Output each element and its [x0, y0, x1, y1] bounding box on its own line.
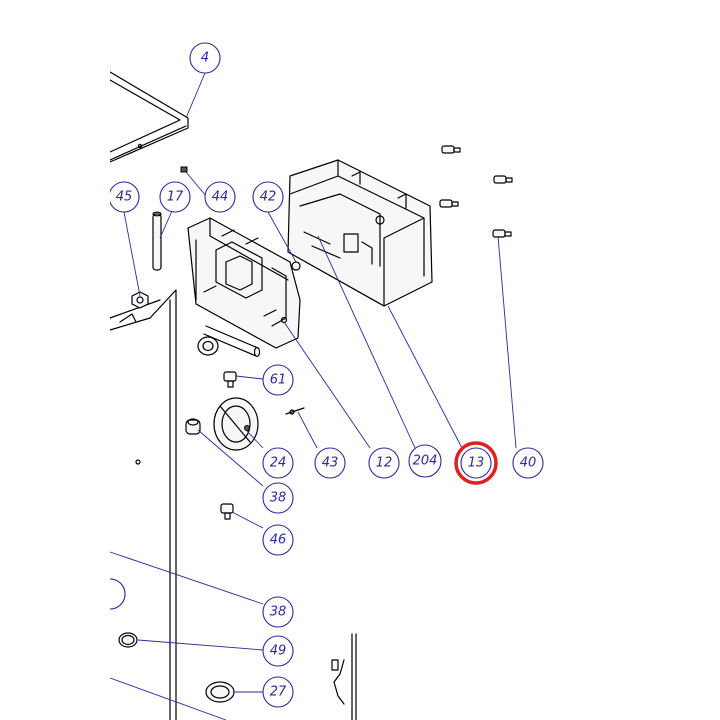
- callout-204: 204: [408, 444, 442, 478]
- callout-label: 49: [270, 644, 287, 659]
- callout-label: 27: [270, 685, 287, 700]
- callout-label: 61: [270, 373, 287, 388]
- callout-38-lower: 38: [262, 596, 294, 628]
- wire-harness: [331, 633, 357, 720]
- highlight-ring: [454, 441, 498, 485]
- callout-label: 12: [376, 456, 393, 471]
- screw-set: [439, 145, 513, 238]
- callout-4: 4: [189, 42, 221, 74]
- spacer: [185, 418, 201, 435]
- grommet: [205, 681, 235, 703]
- callout-label: 38: [270, 491, 287, 506]
- pin: [152, 211, 162, 271]
- callout-17: 17: [159, 181, 191, 213]
- side-panel: [109, 289, 177, 720]
- callout-label: 4: [201, 51, 209, 66]
- crop-mask: [0, 0, 110, 720]
- bushing: [197, 336, 219, 356]
- callout-13: 13: [454, 441, 498, 485]
- callout-24: 24: [262, 447, 294, 479]
- small-screw: [180, 166, 188, 173]
- callout-label: 43: [322, 456, 339, 471]
- callout-43: 43: [314, 447, 346, 479]
- enclosure-housing: [287, 159, 433, 307]
- callout-46: 46: [262, 524, 294, 556]
- callout-9-visible: [109, 578, 126, 610]
- lid-plate: [109, 71, 189, 163]
- callout-49: 49: [262, 635, 294, 667]
- callout-45: 45: [108, 181, 140, 213]
- callout-42: 42: [252, 181, 284, 213]
- callout-label: 24: [270, 456, 287, 471]
- rotary-knob: [213, 397, 259, 451]
- callout-40: 40: [512, 447, 544, 479]
- clip: [285, 407, 305, 415]
- callout-label: 45: [116, 190, 133, 205]
- callout-27: 27: [262, 676, 294, 708]
- callout-label: 204: [413, 454, 438, 469]
- callout-label: 46: [270, 533, 287, 548]
- callout-12: 12: [368, 447, 400, 479]
- switch-base: [187, 217, 301, 349]
- leader-lines: [109, 72, 517, 720]
- callout-label: 44: [212, 190, 229, 205]
- o-ring: [118, 632, 138, 648]
- cap-screw: [223, 371, 237, 388]
- callout-label: 17: [167, 190, 184, 205]
- washer: [291, 261, 301, 271]
- nut: [131, 291, 149, 309]
- callout-61: 61: [262, 364, 294, 396]
- screw-46: [220, 503, 234, 520]
- callout-label: 38: [270, 605, 287, 620]
- callout-38: 38: [262, 482, 294, 514]
- callout-label: 42: [260, 190, 277, 205]
- callout-44: 44: [204, 181, 236, 213]
- callout-label: 13: [468, 456, 485, 471]
- callout-label: 40: [520, 456, 537, 471]
